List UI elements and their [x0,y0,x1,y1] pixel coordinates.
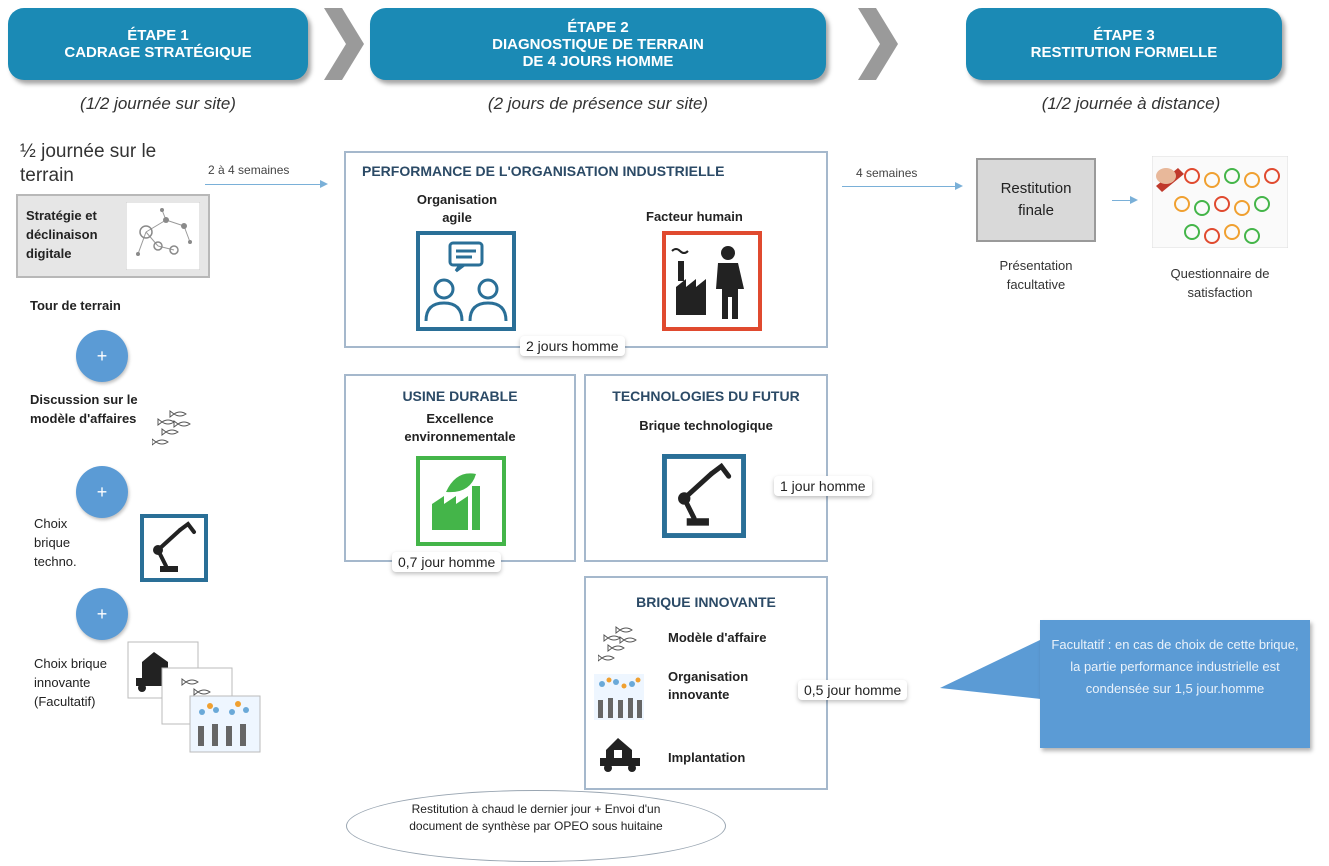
questionnaire-label: Questionnaire de satisfaction [1170,266,1270,300]
innovante-item-2: Organisation innovante [668,669,749,702]
step-2-subtitle: (2 jours de présence sur site) [487,94,709,113]
step-1-label: ÉTAPE 1 [127,27,189,44]
synthesis-ellipse: Restitution à chaud le dernier jour + En… [346,790,726,862]
strategy-card: Stratégie et déclinaison digitale [16,194,210,278]
step-1-title: CADRAGE STRATÉGIQUE [64,44,252,61]
step-1-subtitle: (1/2 journée sur site) [80,94,236,113]
arrow-3-line [1112,200,1132,201]
restitution-caption: Présentation facultative [999,258,1073,292]
left-heading: ½ journée sur le terrain [20,141,157,186]
techno-box: TECHNOLOGIES DU FUTUR Brique technologiq… [584,374,828,562]
step-3-title: RESTITUTION FORMELLE [1030,44,1218,61]
techno-sub: Brique technologique [639,418,773,433]
choix-techno-label: Choix brique techno. [34,516,77,569]
network-icon [126,202,200,270]
crowd-icon [594,674,644,720]
fish-school-icon [598,626,637,662]
robot-arm-icon [662,454,746,538]
usine-title: USINE DURABLE [402,388,518,404]
choix-innovante-label: Choix brique innovante (Facultatif) [34,656,107,709]
plus-icon: + [76,466,128,518]
techno-duration: 1 jour homme [774,476,872,496]
innovante-duration: 0,5 jour homme [798,680,908,700]
step-2-title-line2: DE 4 JOURS HOMME [522,52,674,70]
callout-pointer [940,640,1050,700]
arrow-2-line [842,186,958,187]
discussion-label: Discussion sur le modèle d'affaires [30,392,138,426]
team-chat-icon [416,231,516,331]
usine-sub: Excellence environnementale [404,411,516,444]
step-3-header: ÉTAPE 3 RESTITUTION FORMELLE [966,8,1282,80]
arrow-3-head-icon [1130,196,1138,204]
performance-box: PERFORMANCE DE L'ORGANISATION INDUSTRIEL… [344,151,828,348]
step-3-subtitle: (1/2 journée à distance) [1041,94,1221,113]
innovante-item-3: Implantation [668,750,746,765]
usine-duration: 0,7 jour homme [392,552,502,572]
fish-school-icon [152,410,191,446]
innovante-item-1: Modèle d'affaire [668,630,767,645]
org-agile-label: Organisation agile [416,192,498,225]
step-2-header: ÉTAPE 2 DIAGNOSTIQUE DE TERRAIN DE 4 JOU… [370,8,826,80]
performance-duration: 2 jours homme [520,336,625,356]
usine-box: USINE DURABLE Excellence environnemental… [344,374,576,562]
step-3-label: ÉTAPE 3 [1093,27,1155,44]
arrow-1-label: 2 à 4 semaines [208,163,290,177]
restitution-box: Restitution finale [976,158,1096,242]
green-factory-icon [416,456,506,546]
arrow-2-head-icon [955,182,963,190]
stacked-cards-icon [127,641,261,753]
chevron-right-icon [858,8,898,80]
plus-icon: + [76,330,128,382]
arrow-1-head-icon [320,180,328,188]
facteur-humain-label: Facteur humain [646,209,743,224]
performance-title: PERFORMANCE DE L'ORGANISATION INDUSTRIEL… [362,163,725,179]
tour-label: Tour de terrain [30,298,121,313]
questionnaire-icon [1152,156,1288,248]
techno-title: TECHNOLOGIES DU FUTUR [612,388,800,404]
step-2-label: ÉTAPE 2 [567,18,629,36]
arrow-2-label: 4 semaines [856,166,918,180]
callout-note: Facultatif : en cas de choix de cette br… [1040,620,1310,748]
strategy-label: Stratégie et déclinaison digitale [26,208,98,261]
truck-house-icon [600,738,640,772]
step-2-title: DIAGNOSTIQUE DE TERRAIN [492,35,704,53]
innovante-title: BRIQUE INNOVANTE [636,594,776,610]
step-1-header: ÉTAPE 1 CADRAGE STRATÉGIQUE [8,8,308,80]
worker-factory-icon [662,231,762,331]
robot-arm-icon [140,514,208,582]
plus-icon: + [76,588,128,640]
arrow-1-line [205,184,323,185]
innovante-box: BRIQUE INNOVANTE Modèle d'affaire Organi… [584,576,828,790]
chevron-right-icon [324,8,364,80]
